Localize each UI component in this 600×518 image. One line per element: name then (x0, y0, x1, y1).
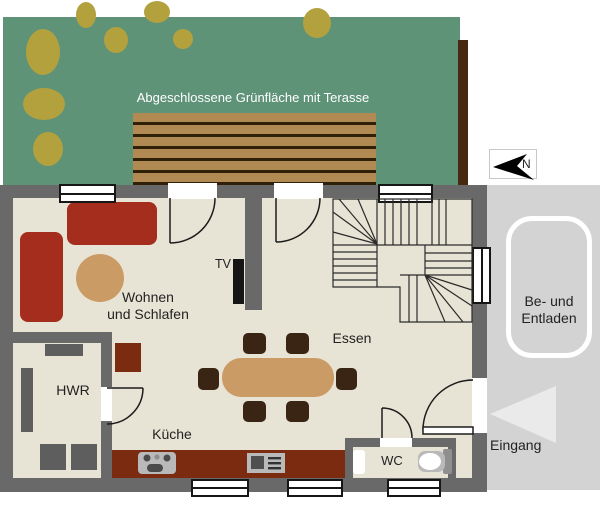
wc-door-opening (380, 438, 412, 447)
window (59, 184, 116, 203)
chair (286, 333, 309, 354)
toilet-icon (418, 449, 452, 474)
hwr-machine (71, 444, 97, 470)
bush-icon (303, 8, 331, 38)
wc-label: WC (381, 453, 403, 468)
round-table (76, 254, 124, 302)
window (472, 247, 491, 304)
chair (336, 368, 357, 390)
bush-icon (173, 29, 193, 49)
wc-wall-top (345, 438, 380, 447)
dining-table (222, 358, 334, 397)
loading-zone: Be- und Entladen (506, 216, 592, 358)
compass: N (489, 149, 537, 180)
entrance-arrow-icon (490, 386, 556, 443)
chair (286, 401, 309, 422)
terrace-door-opening (168, 183, 217, 199)
compass-needle-icon (493, 154, 534, 180)
hwr-wall-top (0, 332, 112, 343)
kitchen-label: Küche (152, 426, 192, 442)
terrace-decking (133, 113, 376, 185)
tv-icon (233, 259, 244, 304)
window (387, 479, 441, 497)
fence-strip (458, 40, 468, 185)
dishwasher-icon (247, 453, 285, 473)
wc-wall-top (412, 438, 456, 447)
tv-label: TV (215, 257, 231, 271)
chair (198, 368, 219, 390)
bush-icon (104, 27, 128, 53)
bush-icon (76, 2, 96, 28)
hwr-label: HWR (56, 382, 90, 398)
sofa-horizontal (67, 202, 157, 245)
terrace-door-opening (274, 183, 323, 199)
kitchen-block (115, 343, 141, 372)
partition-wall-living-dining (245, 198, 262, 310)
living-room-label: Wohnen und Schlafen (107, 289, 189, 322)
chair (243, 333, 266, 354)
hwr-machine (40, 444, 66, 470)
bush-icon (144, 1, 170, 23)
hwr-shelf (45, 344, 83, 356)
stove-icon (138, 452, 176, 474)
bush-icon (33, 132, 63, 166)
wc-sink (353, 450, 365, 474)
entrance-label: Eingang (490, 437, 542, 453)
bush-icon (23, 88, 65, 120)
chair (243, 401, 266, 422)
dining-label: Essen (332, 330, 372, 346)
hwr-wall-right (101, 332, 112, 387)
loading-zone-label: Be- und Entladen (521, 293, 577, 326)
hwr-door-opening (101, 387, 112, 421)
window (378, 184, 433, 203)
window (191, 479, 249, 497)
hwr-wall-right (101, 421, 112, 478)
garden-label: Abgeschlossene Grünfläche mit Terasse (136, 90, 370, 105)
entrance-door-opening (472, 378, 487, 433)
compass-north-label: N (522, 157, 531, 171)
wc-wall-left (345, 438, 353, 478)
hwr-cabinet (21, 368, 33, 432)
window (287, 479, 343, 497)
sofa-vertical (20, 232, 63, 322)
bush-icon (26, 29, 60, 75)
